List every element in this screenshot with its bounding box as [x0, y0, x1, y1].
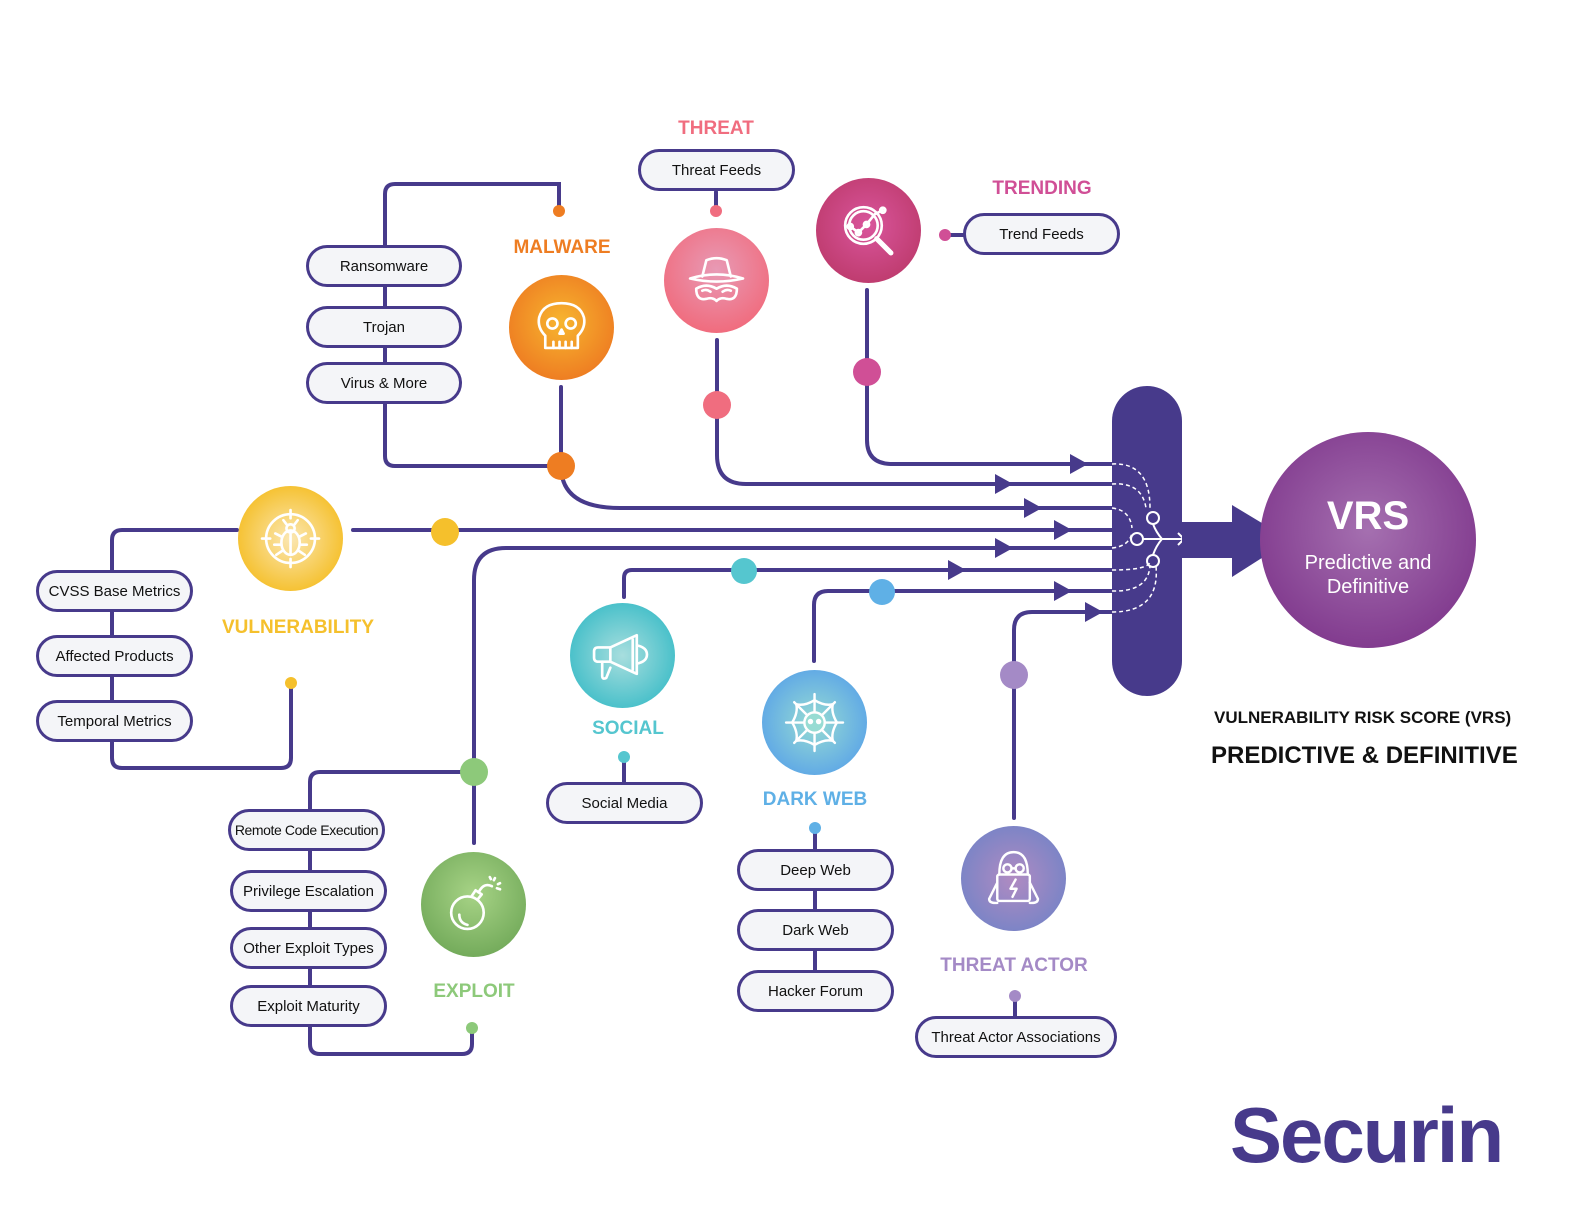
spider-web-skull-icon [784, 692, 845, 753]
threat-dot-large [703, 391, 731, 419]
trending-label: TRENDING [992, 178, 1092, 199]
exploit-bracket-line [308, 770, 476, 1056]
vulnerability-icon-circle [238, 486, 343, 591]
caption-tagline: PREDICTIVE & DEFINITIVE [1211, 742, 1518, 769]
social-flow-line [622, 568, 1117, 599]
logo-text-accent: r [1408, 1091, 1438, 1179]
social-icon-circle [570, 603, 675, 708]
darkweb-item-deep: Deep Web [737, 849, 894, 891]
vulnerability-dot-large [431, 518, 459, 546]
logo-text-start: Secu [1230, 1091, 1410, 1179]
threat-dot-small [710, 205, 722, 217]
bomb-icon [449, 875, 502, 931]
vrs-circle [1260, 432, 1476, 648]
threat-actor-label: THREAT ACTOR [940, 955, 1088, 976]
logo-text-end: in [1436, 1091, 1504, 1179]
darkweb-label: DARK WEB [762, 789, 868, 810]
aggregation-hub [1112, 386, 1182, 696]
social-dot-large [731, 558, 757, 584]
hooded-hacker-laptop-icon [987, 850, 1040, 905]
trending-dot-large [853, 358, 881, 386]
magnifier-trend-icon [843, 205, 894, 256]
darkweb-dot-large [869, 579, 895, 605]
vulnerability-item-affected: Affected Products [36, 635, 193, 677]
malware-bracket-line [383, 182, 563, 468]
vrs-title: VRS [1326, 494, 1410, 538]
darkweb-item-forum: Hacker Forum [737, 970, 894, 1012]
spy-hat-mask-icon [688, 256, 745, 303]
exploit-item-other: Other Exploit Types [230, 927, 387, 969]
malware-item-virus: Virus & More [306, 362, 462, 404]
threat-icon-circle [664, 228, 769, 333]
social-dot-small [618, 751, 630, 763]
bug-target-icon [260, 508, 321, 569]
exploit-item-rce: Remote Code Execution [228, 809, 385, 851]
flow-arrowheads [948, 454, 1103, 622]
exploit-dot-large [460, 758, 488, 786]
exploit-icon-circle [421, 852, 526, 957]
exploit-flow-line [472, 546, 1117, 845]
malware-dot-large [547, 452, 575, 480]
social-label: SOCIAL [592, 718, 664, 739]
exploit-label: EXPLOIT [433, 981, 515, 1002]
trending-flow-line [865, 288, 1117, 466]
vrs-subtitle-line2: Definitive [1326, 576, 1410, 598]
hub-merge-nodes [1130, 511, 1186, 568]
threat-flow-line [715, 338, 1117, 486]
trending-item-feeds: Trend Feeds [963, 213, 1120, 255]
trending-icon-circle [816, 178, 921, 283]
caption-vrs-name: VULNERABILITY RISK SCORE (VRS) [1214, 708, 1512, 727]
megaphone-icon [592, 633, 649, 680]
social-item-media: Social Media [546, 782, 703, 824]
darkweb-item-dark: Dark Web [737, 909, 894, 951]
connector-dots [285, 205, 1028, 1034]
threat-item-feeds: Threat Feeds [638, 149, 795, 191]
vulnerability-label: VULNERABILITY [222, 617, 374, 638]
malware-icon-circle [509, 275, 614, 380]
malware-dot-small [553, 205, 565, 217]
vulnerability-bracket-line [110, 528, 293, 770]
threat-label: THREAT [678, 118, 754, 139]
securin-logo: Securin [1230, 1090, 1504, 1181]
exploit-item-maturity: Exploit Maturity [230, 985, 387, 1027]
vulnerability-item-temporal: Temporal Metrics [36, 700, 193, 742]
exploit-item-privesc: Privilege Escalation [230, 870, 387, 912]
malware-item-trojan: Trojan [306, 306, 462, 348]
vulnerability-dot-small [285, 677, 297, 689]
skull-icon [537, 301, 586, 350]
exploit-dot-small [466, 1022, 478, 1034]
threat-actor-flow-line [1012, 610, 1117, 820]
vulnerability-item-cvss: CVSS Base Metrics [36, 570, 193, 612]
darkweb-icon-circle [762, 670, 867, 775]
malware-label: MALWARE [513, 237, 611, 258]
threat-actor-icon-circle [961, 826, 1066, 931]
threat-actor-item-associations: Threat Actor Associations [915, 1016, 1117, 1058]
trending-dot-small [939, 229, 951, 241]
darkweb-dot-small [809, 822, 821, 834]
vrs-subtitle-line1: Predictive and [1304, 552, 1432, 574]
threat-actor-dot-small [1009, 990, 1021, 1002]
output-arrow [1182, 505, 1290, 577]
hub-merge-icon [1111, 463, 1158, 613]
darkweb-flow-line [812, 589, 1117, 663]
malware-flow-line [559, 464, 1117, 510]
malware-item-ransomware: Ransomware [306, 245, 462, 287]
threat-actor-dot-large [1000, 661, 1028, 689]
